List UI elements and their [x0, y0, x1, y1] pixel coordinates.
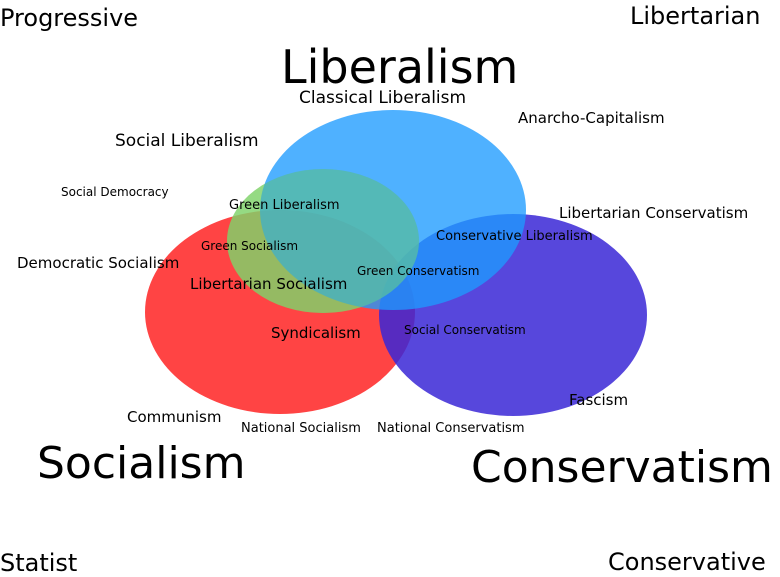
corner-conservative: Conservative: [608, 548, 766, 576]
label-fascism: Fascism: [569, 391, 629, 409]
label-conservative-liberalism: Conservative Liberalism: [436, 229, 593, 244]
corner-progressive: Progressive: [0, 4, 139, 32]
label-libertarian-socialism: Libertarian Socialism: [190, 275, 348, 293]
label-libertarian-conservatism: Libertarian Conservatism: [559, 204, 749, 222]
corner-libertarian: Libertarian: [630, 2, 761, 30]
set-title-liberalism: Liberalism: [281, 40, 519, 94]
label-anarcho-capitalism: Anarcho-Capitalism: [518, 109, 665, 127]
label-social-democracy: Social Democracy: [61, 185, 169, 199]
label-national-socialism: National Socialism: [241, 421, 361, 436]
label-green-socialism: Green Socialism: [201, 239, 299, 253]
set-title-socialism: Socialism: [37, 438, 246, 489]
label-green-liberalism: Green Liberalism: [229, 198, 340, 213]
set-title-conservatism: Conservatism: [471, 442, 773, 493]
corner-statist: Statist: [0, 549, 78, 577]
green-overlap-circle: [227, 169, 419, 313]
label-green-conservatism: Green Conservatism: [357, 264, 480, 278]
label-classical-liberalism: Classical Liberalism: [299, 88, 467, 108]
label-social-conservatism: Social Conservatism: [404, 323, 526, 337]
label-democratic-socialism: Democratic Socialism: [17, 254, 180, 272]
label-communism: Communism: [127, 408, 222, 426]
label-syndicalism: Syndicalism: [271, 324, 361, 342]
label-national-conservatism: National Conservatism: [377, 421, 525, 436]
liberalism-circle: [260, 110, 526, 310]
label-social-liberalism: Social Liberalism: [115, 131, 259, 151]
